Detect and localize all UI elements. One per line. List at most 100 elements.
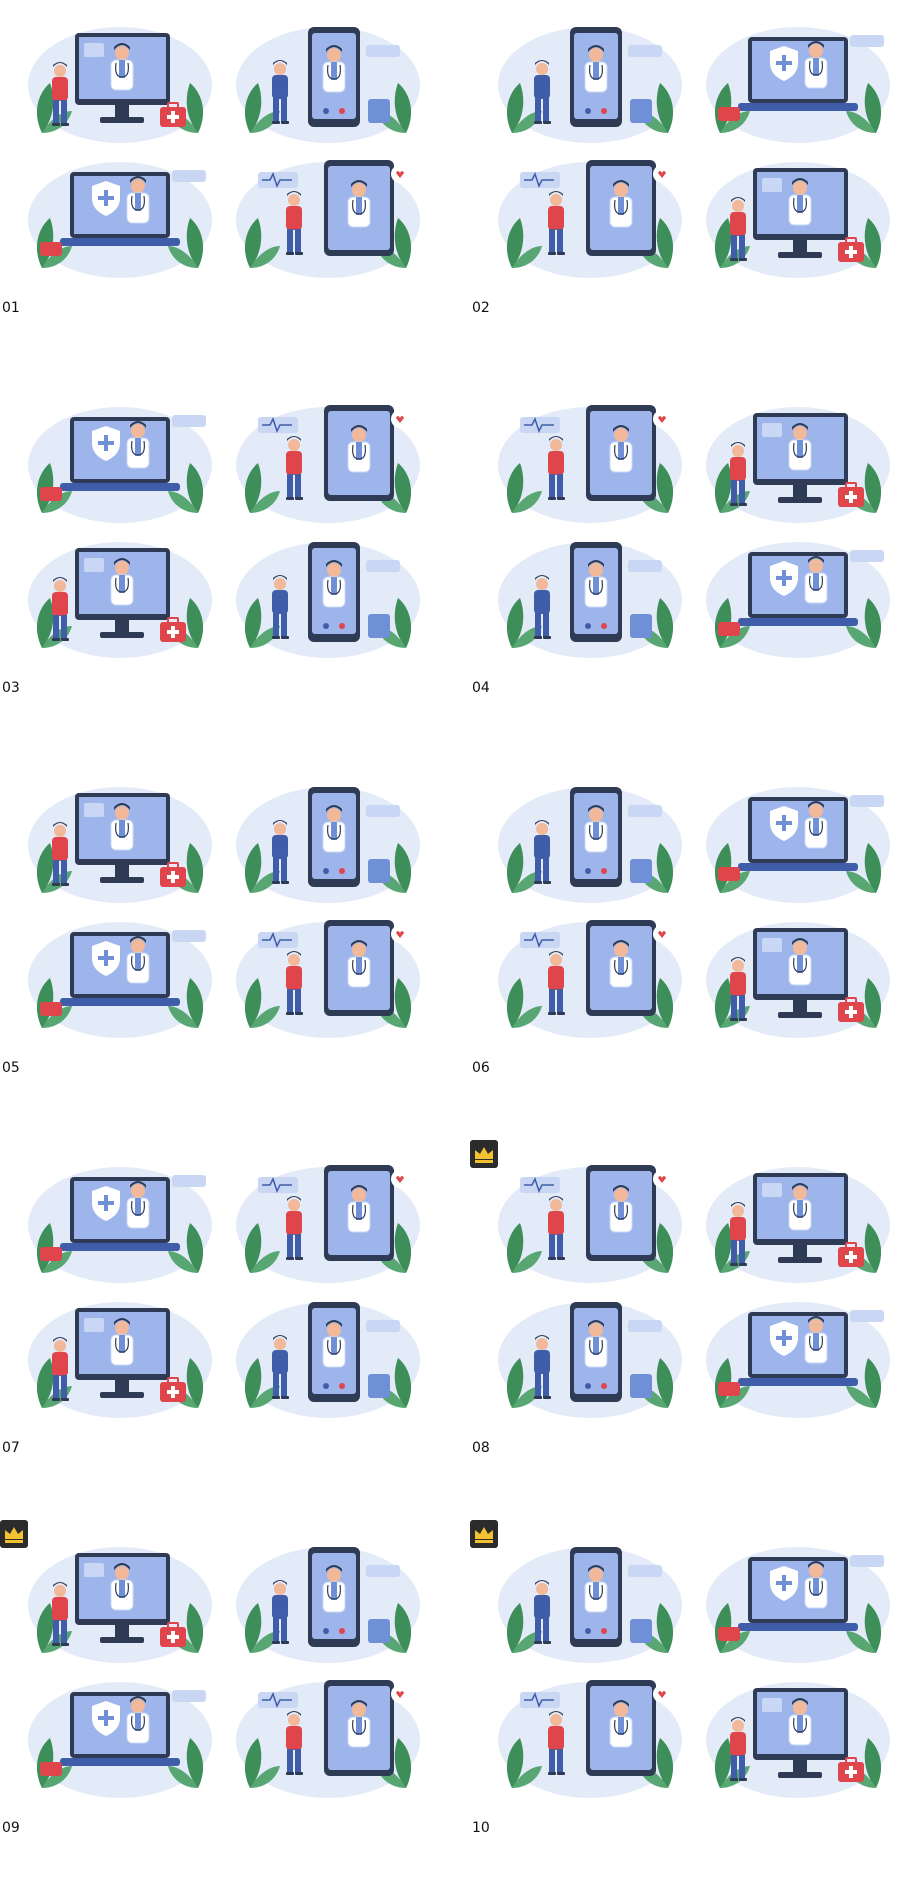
- illustration-set-07[interactable]: 07: [0, 1140, 440, 1520]
- chat-bubble: [258, 417, 298, 433]
- patient-figure: [286, 191, 303, 255]
- doctor-figure: [110, 558, 134, 606]
- illustration-set-03[interactable]: 03: [0, 380, 440, 760]
- chat-bubble: [628, 45, 662, 57]
- leaf-left-icon: [244, 1223, 280, 1273]
- chat-bubble: [172, 415, 206, 427]
- telemedicine-scene: [20, 1155, 220, 1285]
- doctor-figure: [110, 803, 134, 851]
- telemedicine-scene: [228, 1155, 428, 1285]
- set-number-label: 07: [2, 1440, 20, 1456]
- telemedicine-scene: [490, 530, 690, 660]
- pill-capsule-icon: [40, 1002, 62, 1016]
- set-number-label: 09: [2, 1820, 20, 1836]
- scene-illustration: [706, 542, 890, 658]
- doctor-figure: [110, 43, 134, 91]
- patient-figure: [52, 1582, 69, 1646]
- scene-illustration: [236, 920, 420, 1038]
- leaf-left-icon: [244, 463, 280, 513]
- pill-pack-icon: [368, 614, 390, 638]
- scene-illustration: [28, 1682, 212, 1798]
- leaf-left-icon: [244, 978, 280, 1028]
- chat-bubble: [520, 172, 560, 188]
- telemedicine-scene: [20, 1535, 220, 1665]
- set-number-label: 10: [472, 1820, 490, 1836]
- illustration-set-05[interactable]: 05: [0, 760, 440, 1140]
- telemedicine-scene: [228, 1290, 428, 1420]
- chat-bubble: [366, 45, 400, 57]
- set-number-label: 01: [2, 300, 20, 316]
- chat-bubble: [258, 932, 298, 948]
- pill-pack-icon: [630, 614, 652, 638]
- leaf-left-icon: [506, 1358, 542, 1408]
- chat-bubble: [172, 930, 206, 942]
- pill-capsule-icon: [40, 1762, 62, 1776]
- first-aid-kit-icon: [838, 1242, 864, 1267]
- scene-illustration: [498, 1302, 682, 1418]
- leaf-right-icon: [846, 1603, 882, 1653]
- tablet-screen: [74, 421, 166, 479]
- telemedicine-scene: [698, 1290, 898, 1420]
- doctor-figure: [322, 805, 346, 853]
- telemedicine-scene: [490, 150, 690, 280]
- chat-bubble: [628, 1565, 662, 1577]
- scene-illustration: [236, 787, 420, 903]
- telemedicine-scene: [698, 1670, 898, 1800]
- scene-illustration: [28, 1167, 212, 1283]
- heartbeat-icon: [524, 1692, 554, 1708]
- telemedicine-scene: [490, 15, 690, 145]
- doctor-figure: [322, 560, 346, 608]
- illustration-set-09[interactable]: 09: [0, 1520, 440, 1900]
- pill-pack-icon: [368, 859, 390, 883]
- leaf-left-icon: [506, 218, 542, 268]
- doctor-figure: [347, 1700, 371, 1748]
- first-aid-kit-icon: [838, 237, 864, 262]
- scene-illustration: [236, 1165, 420, 1283]
- illustration-set-06[interactable]: 06: [470, 760, 907, 1140]
- leaf-left-icon: [506, 1223, 542, 1273]
- leaf-right-icon: [168, 463, 204, 513]
- scene-illustration: [28, 787, 212, 903]
- leaf-left-icon: [506, 83, 542, 133]
- doctor-figure: [126, 936, 150, 984]
- patient-figure: [52, 577, 69, 641]
- doctor-figure: [126, 176, 150, 224]
- scene-illustration: [498, 1680, 682, 1798]
- patient-figure: [548, 1711, 565, 1775]
- tablet-screen: [74, 1696, 166, 1754]
- doctor-figure: [788, 938, 812, 986]
- chat-bubble: [366, 1565, 400, 1577]
- leaf-left-icon: [244, 218, 280, 268]
- illustration-set-10[interactable]: 10: [470, 1520, 907, 1900]
- leaf-right-icon: [846, 843, 882, 893]
- patient-figure: [52, 62, 69, 126]
- telemedicine-scene: [228, 910, 428, 1040]
- telemedicine-scene: [698, 395, 898, 525]
- doctor-figure: [788, 178, 812, 226]
- set-number-label: 06: [472, 1060, 490, 1076]
- scene-illustration: [498, 27, 682, 143]
- telemedicine-scene: [490, 1155, 690, 1285]
- scene-illustration: [498, 542, 682, 658]
- chat-bubble: [628, 560, 662, 572]
- patient-figure: [286, 1196, 303, 1260]
- patient-figure: [272, 575, 289, 639]
- illustration-set-01[interactable]: 01: [0, 0, 440, 380]
- telemedicine-scene: [20, 15, 220, 145]
- scene-illustration: [498, 160, 682, 278]
- leaf-right-icon: [168, 978, 204, 1028]
- illustration-set-02[interactable]: 02: [470, 0, 907, 380]
- telemedicine-scene: [698, 530, 898, 660]
- chat-bubble: [258, 172, 298, 188]
- illustration-set-04[interactable]: 04: [470, 380, 907, 760]
- pill-pack-icon: [368, 1619, 390, 1643]
- heartbeat-icon: [262, 932, 292, 948]
- patient-figure: [730, 957, 747, 1021]
- heartbeat-icon: [262, 172, 292, 188]
- telemedicine-scene: [228, 395, 428, 525]
- illustration-set-08[interactable]: 08: [470, 1140, 907, 1520]
- heartbeat-icon: [524, 932, 554, 948]
- telemedicine-scene: [20, 395, 220, 525]
- scene-illustration: [236, 542, 420, 658]
- doctor-figure: [322, 45, 346, 93]
